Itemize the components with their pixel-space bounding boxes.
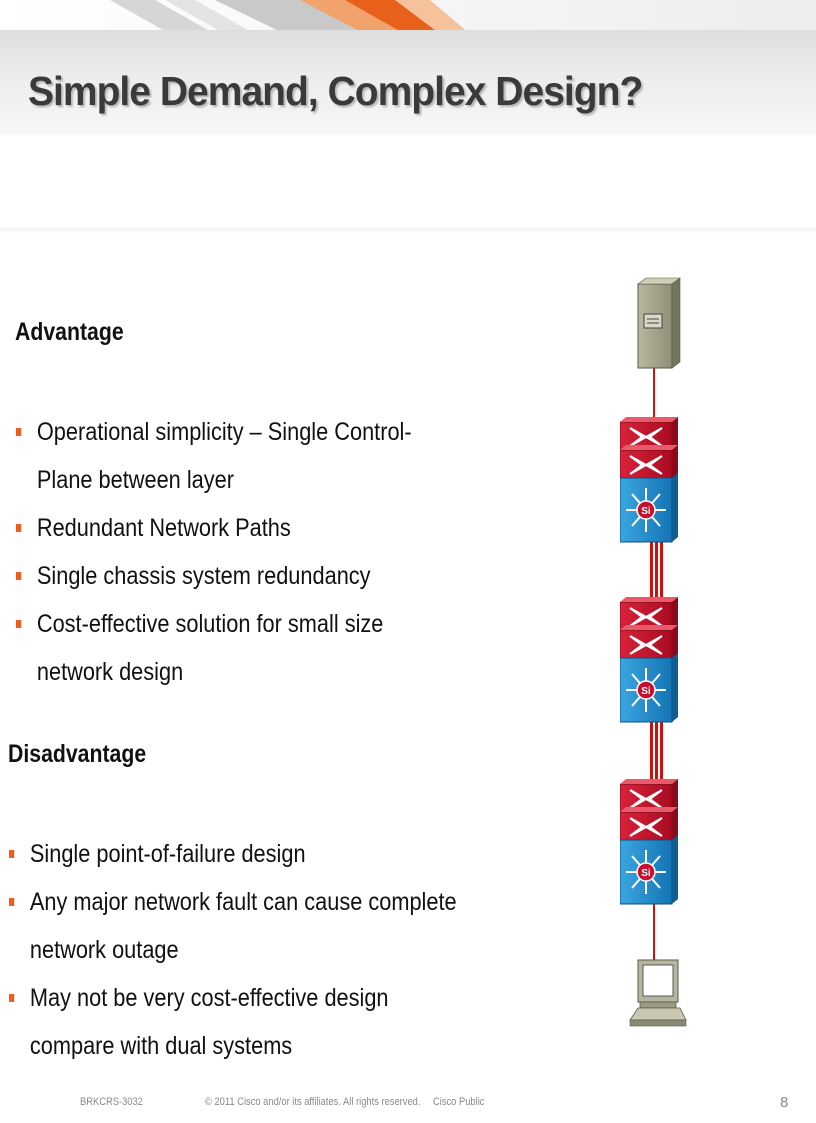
- bullet-icon: [9, 994, 15, 1002]
- switch-stack-icon: Si: [619, 416, 679, 543]
- advantage-heading: Advantage: [15, 318, 124, 346]
- bullet-icon: [9, 850, 15, 858]
- switch-stack-icon: Si: [619, 778, 679, 905]
- svg-text:Si: Si: [641, 506, 651, 517]
- workstation-icon: [629, 959, 687, 1027]
- disadvantage-list: Single point-of-failure design Any major…: [9, 830, 524, 1070]
- svg-text:Si: Si: [641, 686, 651, 697]
- advantage-list: Operational simplicity – Single Control-…: [16, 408, 471, 696]
- list-item: Single chassis system redundancy: [16, 552, 412, 600]
- page-number: 8: [780, 1094, 789, 1111]
- bullet-icon: [16, 620, 22, 628]
- list-item: Operational simplicity – Single Control-…: [16, 408, 412, 504]
- bullet-icon: [9, 898, 15, 906]
- list-item: Redundant Network Paths: [16, 504, 412, 552]
- slide-title: Simple Demand, Complex Design?: [28, 68, 643, 114]
- bullet-icon: [16, 572, 22, 580]
- divider: [0, 228, 816, 234]
- server-icon: [637, 277, 681, 369]
- footer-classification: Cisco Public: [433, 1096, 485, 1108]
- list-item: Any major network fault can cause comple…: [9, 878, 457, 974]
- bullet-icon: [16, 428, 22, 436]
- list-item: Cost-effective solution for small size n…: [16, 600, 412, 696]
- disadvantage-heading: Disadvantage: [8, 740, 147, 768]
- svg-text:Si: Si: [641, 868, 651, 879]
- header-decoration: [0, 0, 816, 34]
- footer-session-code: BRKCRS-3032: [80, 1096, 143, 1108]
- list-item: May not be very cost-effective design co…: [9, 974, 457, 1070]
- title-band: [0, 30, 816, 135]
- list-item: Single point-of-failure design: [9, 830, 457, 878]
- switch-stack-icon: Si: [619, 596, 679, 723]
- link-lines: [650, 365, 663, 960]
- network-diagram: Si Si Si: [619, 270, 700, 1040]
- footer-copyright: © 2011 Cisco and/or its affiliates. All …: [205, 1096, 421, 1108]
- bullet-icon: [16, 524, 22, 532]
